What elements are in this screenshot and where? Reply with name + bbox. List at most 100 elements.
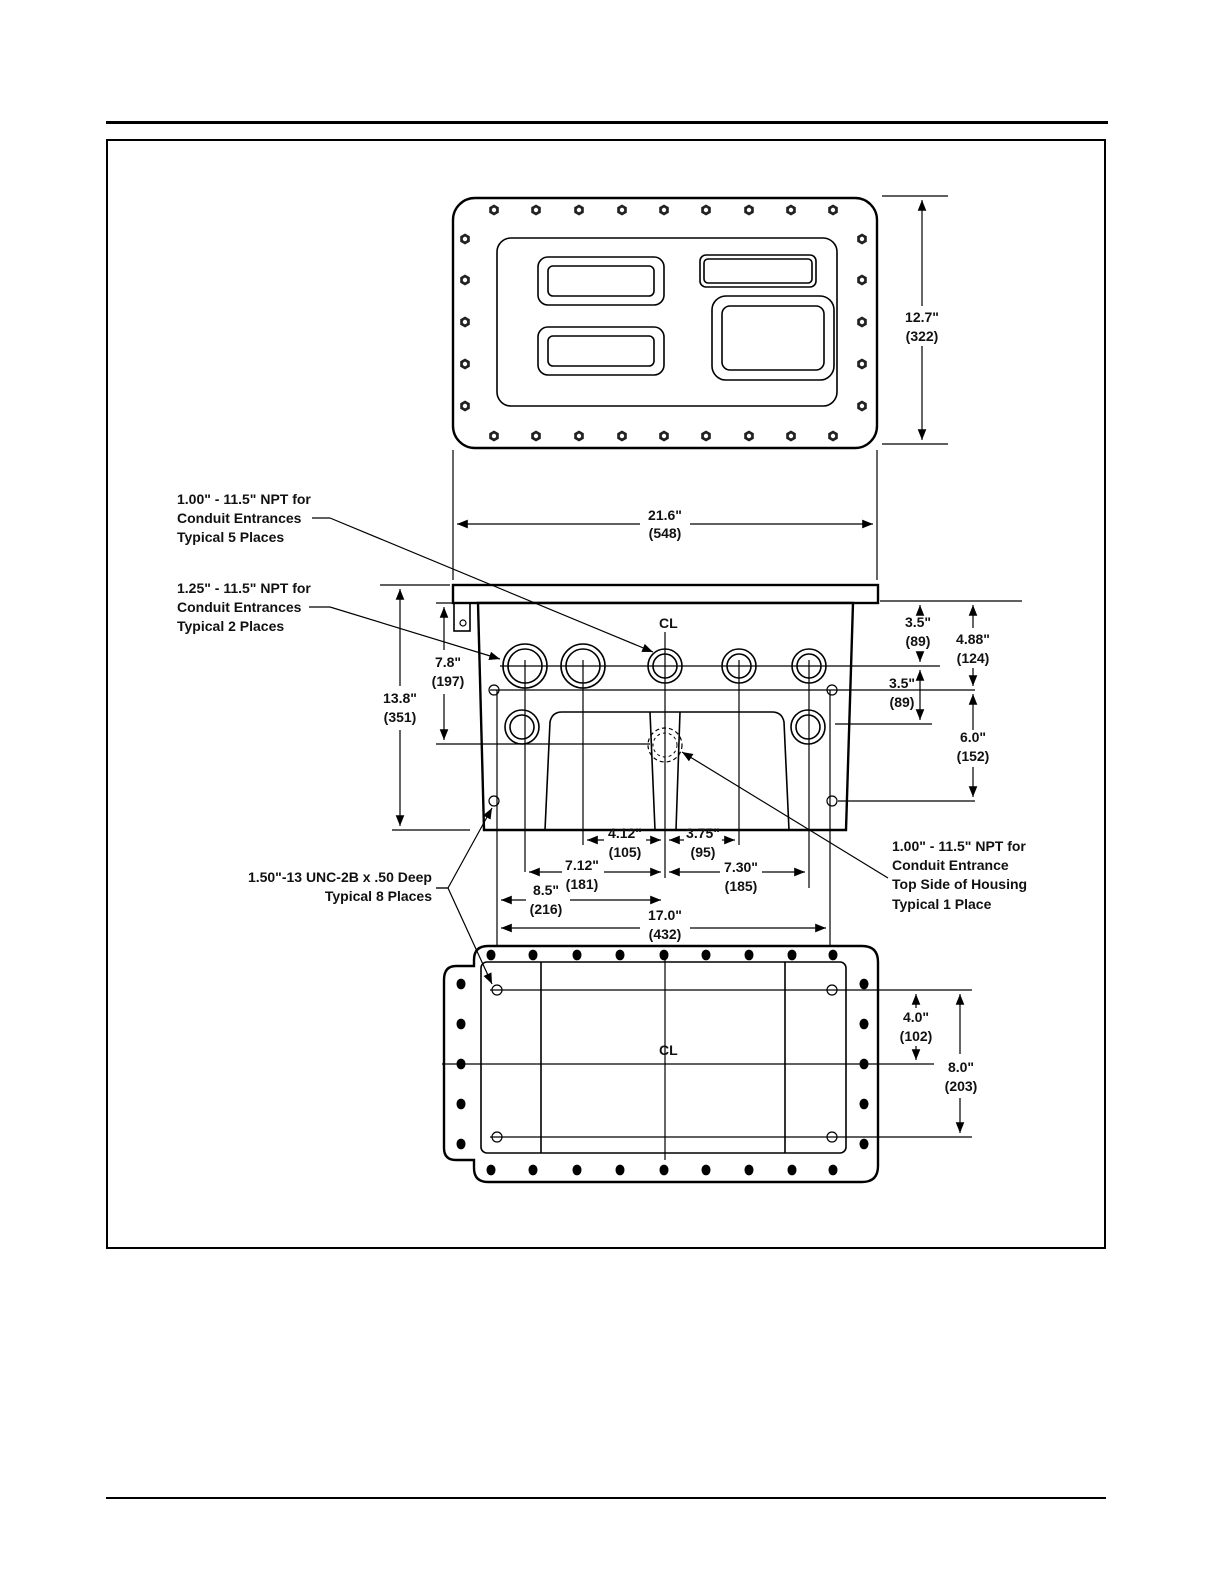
npt125-line2: Conduit Entrances (177, 599, 302, 615)
base-bolt (744, 949, 754, 961)
footer-rule (106, 1497, 1106, 1499)
dim-d375-mm: (95) (691, 844, 716, 860)
npt-top-line3: Top Side of Housing (892, 876, 1027, 892)
unc-line1: 1.50"-13 UNC-2B x .50 Deep (248, 869, 432, 885)
base-bolt (859, 1058, 869, 1070)
bolt-hole-center (491, 433, 497, 439)
bolt-hole-center (788, 207, 794, 213)
drawing-frame (106, 139, 1106, 1249)
bolt-hole-center (661, 433, 667, 439)
bolt-hole-center (859, 361, 865, 367)
bolt-hole-center (830, 207, 836, 213)
base-bolt-group (456, 949, 869, 1176)
base-bolt (528, 949, 538, 961)
bolt-hole-center (576, 433, 582, 439)
base-bolt (828, 1164, 838, 1176)
base-bolt (859, 1018, 869, 1030)
npt125-line3: Typical 2 Places (177, 618, 284, 634)
cover-bolt-group (460, 204, 867, 442)
dim-b35: 3.5" (889, 675, 915, 691)
npt-top-line2: Conduit Entrance (892, 857, 1009, 873)
bolt-hole-center (859, 236, 865, 242)
dim-d80: 8.0" (948, 1059, 974, 1075)
npt100-line1: 1.00" - 11.5" NPT for (177, 491, 311, 507)
dim-width: 21.6" (648, 507, 682, 523)
horizontal-dimensions: 4.12" (105) 3.75" (95) 7.12" (181) 7.30"… (501, 825, 826, 942)
base-bolt (659, 1164, 669, 1176)
bolt-hole-center (661, 207, 667, 213)
bottom-dimensions: 4.0" (102) 8.0" (203) (900, 994, 977, 1133)
dim-d412: 4.12" (608, 825, 642, 841)
bolt-hole-center (746, 433, 752, 439)
base-bolt (659, 949, 669, 961)
base-bolt (859, 1098, 869, 1110)
dim-d60: 6.0" (960, 729, 986, 745)
base-bolt (456, 1098, 466, 1110)
npt-top-line4: Typical 1 Place (892, 896, 992, 912)
base-bolt (615, 1164, 625, 1176)
dim-a488-mm: (124) (957, 650, 990, 666)
base-bolt (787, 949, 797, 961)
bolt-hole-center (619, 207, 625, 213)
dim-d40-mm: (102) (900, 1028, 933, 1044)
bolt-hole-center (746, 207, 752, 213)
dim-a35: 3.5" (905, 614, 931, 630)
front-extension-lines (380, 584, 1022, 1140)
bolt-hole-center (462, 236, 468, 242)
base-bolt (456, 1018, 466, 1030)
base-bolt (486, 1164, 496, 1176)
dim-h78: 7.8" (435, 654, 461, 670)
bottom-centerline-label: CL (659, 1042, 678, 1058)
npt100-line3: Typical 5 Places (177, 529, 284, 545)
base-bolt (859, 978, 869, 990)
dim-top-height: 12.7" (905, 309, 939, 325)
dim-d730-mm: (185) (725, 878, 758, 894)
base-bolt (701, 949, 711, 961)
callout-npt100: 1.00" - 11.5" NPT for Conduit Entrances … (177, 491, 654, 653)
dim-d60-mm: (152) (957, 748, 990, 764)
bolt-hole-center (533, 433, 539, 439)
bolt-hole-center (462, 277, 468, 283)
bolt-hole-center (859, 277, 865, 283)
dim-a35-mm: (89) (906, 633, 931, 649)
base-bolt (615, 949, 625, 961)
bolt-hole-center (576, 207, 582, 213)
left-vertical-dimensions: 13.8" (351) 7.8" (197) (383, 589, 464, 826)
base-bolt (859, 1138, 869, 1150)
conduit-lower-right (790, 709, 826, 745)
bolt-hole-center (859, 403, 865, 409)
top-height-dimension: 12.7" (322) (882, 195, 948, 445)
bolt-hole-center (830, 433, 836, 439)
bolt-hole-center (788, 433, 794, 439)
dim-d85: 8.5" (533, 882, 559, 898)
dim-d170: 17.0" (648, 907, 682, 923)
dim-d712-mm: (181) (566, 876, 599, 892)
base-bolt (456, 1058, 466, 1070)
dim-width-mm: (548) (649, 525, 682, 541)
dim-d40: 4.0" (903, 1009, 929, 1025)
dim-d412-mm: (105) (609, 844, 642, 860)
width-dimension: 21.6" (548) (452, 450, 878, 580)
bolt-hole-center (859, 319, 865, 325)
bolt-hole-center (703, 207, 709, 213)
dim-h138-mm: (351) (384, 709, 417, 725)
top-view (451, 196, 879, 450)
base-bolt (828, 949, 838, 961)
dim-d712: 7.12" (565, 857, 599, 873)
bottom-view: CL (442, 944, 972, 1184)
base-bolt (787, 1164, 797, 1176)
base-bolt (486, 949, 496, 961)
unc-line2: Typical 8 Places (325, 888, 432, 904)
callout-unc: 1.50"-13 UNC-2B x .50 Deep Typical 8 Pla… (248, 807, 493, 985)
dim-h78-mm: (197) (432, 673, 465, 689)
dim-d85-mm: (216) (530, 901, 563, 917)
base-bolt (572, 949, 582, 961)
bolt-hole-center (619, 433, 625, 439)
bolt-hole-center (703, 433, 709, 439)
bolt-hole-center (491, 207, 497, 213)
bolt-hole-center (462, 319, 468, 325)
base-bolt (528, 1164, 538, 1176)
base-bolt (572, 1164, 582, 1176)
dim-d730: 7.30" (724, 859, 758, 875)
